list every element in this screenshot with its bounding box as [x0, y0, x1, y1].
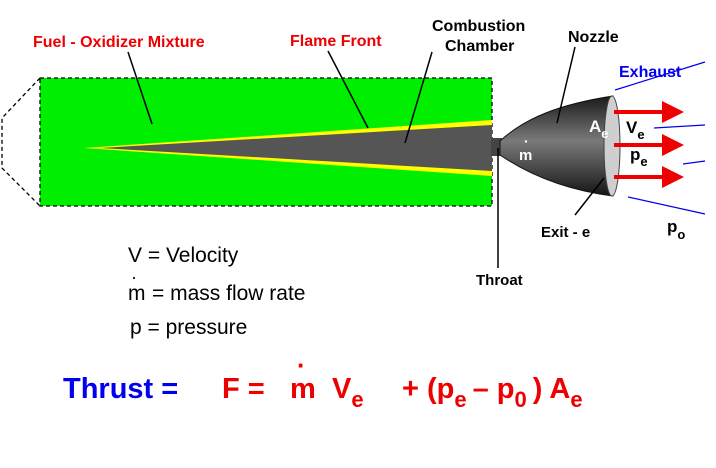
- mdot-symbol: m: [519, 147, 532, 164]
- legend-velocity: V = Velocity: [128, 244, 239, 267]
- equation-f-equals: F =: [222, 373, 265, 405]
- exit-area-symbol: Ae: [589, 117, 609, 141]
- equation-pressure-term: + (pe– p0) Ae: [402, 373, 583, 412]
- equation-mdot: m: [290, 373, 316, 405]
- nozzle-bell: [499, 95, 614, 197]
- exhaust-plume-lines: [614, 61, 706, 215]
- exhaust-arrows: [614, 101, 684, 188]
- thrust-equation: Thrust = F = · m Ve + (pe– p0) Ae: [63, 350, 583, 412]
- symbol-legend: V = Velocity · m = mass flow rate p = pr…: [128, 244, 305, 339]
- fuel-oxidizer-label: Fuel - Oxidizer Mixture: [33, 34, 205, 51]
- flame-front-label: Flame Front: [290, 33, 382, 50]
- mdot-symbol-dot: ·: [524, 133, 529, 149]
- legend-mdot-dot: ·: [131, 267, 137, 287]
- exit-label: Exit - e: [541, 224, 590, 241]
- exhaust-label: Exhaust: [619, 64, 682, 81]
- motor-tail-outline: [1, 77, 41, 207]
- legend-mdot-symbol: m: [128, 282, 146, 305]
- legend-mass-flow: = mass flow rate: [152, 282, 305, 305]
- thrust-label: Thrust =: [63, 373, 178, 405]
- exit-pressure-symbol: pe: [630, 145, 648, 169]
- legend-pressure: p = pressure: [130, 316, 247, 339]
- ambient-pressure-symbol: po: [667, 217, 685, 242]
- nozzle-label: Nozzle: [568, 29, 619, 46]
- combustion-chamber-core: [100, 125, 492, 171]
- equation-mdot-dot: ·: [297, 350, 306, 380]
- combustion-label-line2: Chamber: [445, 38, 514, 55]
- exit-velocity-symbol: Ve: [626, 118, 645, 142]
- throat-label: Throat: [476, 272, 523, 289]
- combustion-label-line1: Combustion: [432, 18, 525, 35]
- leader-lines: [127, 46, 605, 268]
- throat-neck: [491, 138, 502, 156]
- equation-ve: Ve: [332, 373, 364, 412]
